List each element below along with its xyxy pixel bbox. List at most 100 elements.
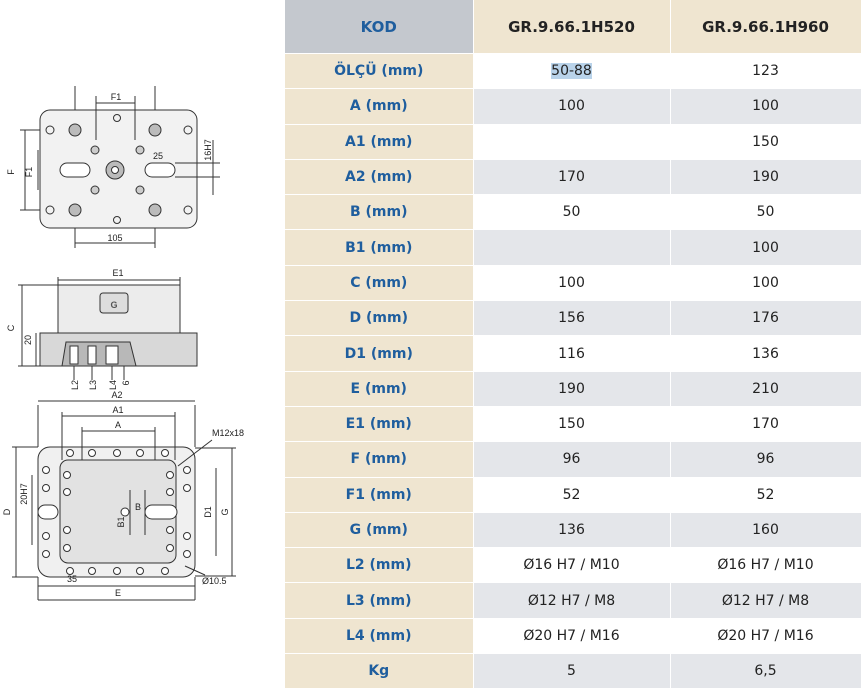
row-label: A2 (mm) — [285, 159, 474, 196]
row-value: 150 — [670, 124, 861, 160]
bolt-hole — [42, 466, 50, 474]
row-value: 136 — [670, 335, 861, 372]
dim-b1: B1 — [116, 516, 126, 527]
row-value: 190 — [670, 159, 861, 196]
row-label: B (mm) — [285, 194, 474, 231]
row-value: 5 — [473, 653, 671, 690]
dim-m12x18: M12x18 — [212, 428, 244, 438]
row-label: F (mm) — [285, 441, 474, 478]
row-label: D (mm) — [285, 300, 474, 337]
bolt-hole — [166, 526, 174, 534]
row-label: E1 (mm) — [285, 406, 474, 443]
row-value: 52 — [473, 477, 671, 513]
dim-e1-side: E1 — [112, 268, 123, 278]
row-label: F1 (mm) — [285, 477, 474, 513]
bolt-hole — [66, 567, 74, 575]
selected-value[interactable]: 50-88 — [551, 63, 592, 80]
row-label: Kg — [285, 653, 474, 690]
row-value: 100 — [670, 229, 861, 266]
dim-35: 35 — [67, 574, 77, 584]
dim-20h7: 20H7 — [19, 483, 29, 505]
row-label: C (mm) — [285, 265, 474, 302]
side-view-drawing — [18, 277, 198, 380]
row-value: 100 — [670, 88, 861, 125]
bolt-hole — [88, 567, 96, 575]
bolt-hole — [166, 544, 174, 552]
bolt-hole — [113, 449, 121, 457]
bolt-hole — [63, 471, 71, 479]
row-value: 116 — [473, 335, 671, 372]
row-value: 210 — [670, 371, 861, 407]
dim-b: B — [135, 502, 141, 512]
bolt-hole — [166, 488, 174, 496]
dim-c: C — [6, 324, 16, 331]
row-value: 156 — [473, 300, 671, 337]
dim-d: D — [2, 508, 12, 515]
row-value — [473, 229, 671, 266]
row-label: G (mm) — [285, 512, 474, 549]
bolt-hole — [66, 449, 74, 457]
row-value: 100 — [670, 265, 861, 302]
row-value: 96 — [473, 441, 671, 478]
dim-25: 25 — [153, 151, 163, 161]
bottom-view-drawing — [37, 446, 196, 578]
dim-a2: A2 — [111, 390, 122, 400]
header-kod: KOD — [285, 0, 474, 54]
bolt-hole — [113, 567, 121, 575]
row-value: 160 — [670, 512, 861, 549]
bottom-view-dims — [12, 400, 236, 601]
bolt-hole — [166, 471, 174, 479]
row-label: L2 (mm) — [285, 547, 474, 584]
row-value — [473, 124, 671, 160]
bolt-hole — [183, 484, 191, 492]
row-value: 150 — [473, 406, 671, 443]
row-value: Ø12 H7 / M8 — [473, 582, 671, 619]
bolt-hole — [63, 488, 71, 496]
bolt-hole — [63, 544, 71, 552]
bottom-view-holes — [42, 449, 191, 575]
bolt-hole — [42, 532, 50, 540]
bolt-hole — [136, 449, 144, 457]
row-label: D1 (mm) — [285, 335, 474, 372]
row-value: Ø20 H7 / M16 — [473, 618, 671, 655]
header-model-1: GR.9.66.1H520 — [473, 0, 671, 54]
dim-f: F — [6, 169, 16, 175]
dim-f1-top: F1 — [111, 92, 122, 102]
row-value: 50-88 — [473, 53, 671, 90]
dim-d1: D1 — [203, 506, 213, 518]
row-value: 50 — [670, 194, 861, 231]
dim-l2: L2 — [70, 380, 80, 390]
bolt-hole — [161, 449, 169, 457]
bolt-hole — [183, 550, 191, 558]
bolt-hole — [63, 526, 71, 534]
spec-table: KOD GR.9.66.1H520 GR.9.66.1H960 ÖLÇÜ (mm… — [285, 0, 861, 690]
row-value: 50 — [473, 194, 671, 231]
dim-e: E — [115, 588, 121, 598]
row-value: Ø12 H7 / M8 — [670, 582, 861, 619]
row-label: E (mm) — [285, 371, 474, 407]
bolt-hole — [183, 466, 191, 474]
row-value: 190 — [473, 371, 671, 407]
dim-105: 105 — [107, 233, 122, 243]
bolt-hole — [88, 449, 96, 457]
dim-6: 6 — [121, 380, 131, 385]
dim-20: 20 — [23, 335, 33, 345]
row-label: ÖLÇÜ (mm) — [285, 53, 474, 90]
table-row: B1 (mm)100 — [285, 229, 861, 266]
row-value: 176 — [670, 300, 861, 337]
table-header-row: KOD GR.9.66.1H520 GR.9.66.1H960 — [285, 0, 861, 54]
row-value: 170 — [473, 159, 671, 196]
bolt-hole — [161, 567, 169, 575]
dim-f1-side: F1 — [24, 167, 34, 178]
row-value: Ø20 H7 / M16 — [670, 618, 861, 655]
